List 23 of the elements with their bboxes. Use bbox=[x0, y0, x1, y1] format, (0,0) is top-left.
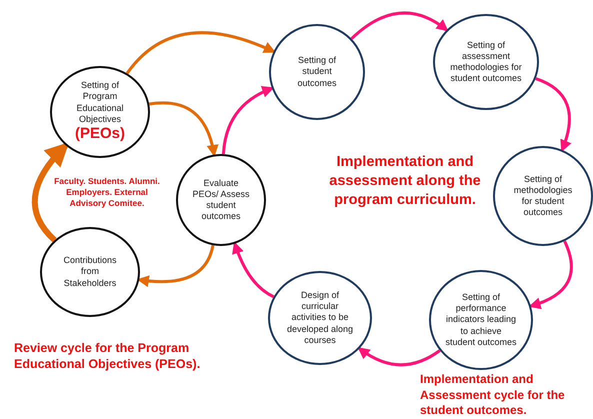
node-text: Evaluate PEOs/ Assess student outcomes bbox=[192, 178, 250, 222]
node-text: Setting of methodologies for student outcomes bbox=[512, 174, 574, 218]
caption: Implementation and Assessment cycle for the student outcomes. bbox=[420, 372, 566, 419]
node-text: Design of curricular activities to be developed along courses bbox=[286, 290, 354, 346]
curved-arrow bbox=[32, 142, 70, 242]
curved-arrow bbox=[126, 31, 276, 74]
acronym-text: (PEOs) bbox=[74, 125, 125, 144]
curved-arrow bbox=[136, 244, 214, 287]
node-text: Contributions from Stakeholders bbox=[62, 255, 118, 289]
node-text: Setting of student outcomes bbox=[296, 55, 338, 89]
node-text: Setting of Program Educational Objectives bbox=[75, 80, 125, 126]
curved-arrow bbox=[149, 101, 218, 157]
section-heading: Implementation and assessment along the program curriculum. bbox=[328, 153, 482, 210]
node-text: Setting of performance indicators leading to achieve student outcomes bbox=[445, 292, 517, 348]
curved-arrow bbox=[350, 12, 449, 40]
caption: Review cycle for the Program Educational Objectives (PEOs). bbox=[14, 340, 202, 372]
curved-arrow bbox=[535, 77, 572, 152]
curved-arrow bbox=[528, 240, 573, 309]
curved-arrow bbox=[358, 347, 441, 366]
node-text: Setting of assessment methodologies for student outcomes bbox=[449, 40, 523, 84]
curved-arrow bbox=[232, 241, 274, 298]
curved-arrow bbox=[222, 86, 274, 154]
stakeholder-list: Faculty. Students. Alumni. Employers. External Advisory Comitee. bbox=[48, 176, 166, 210]
